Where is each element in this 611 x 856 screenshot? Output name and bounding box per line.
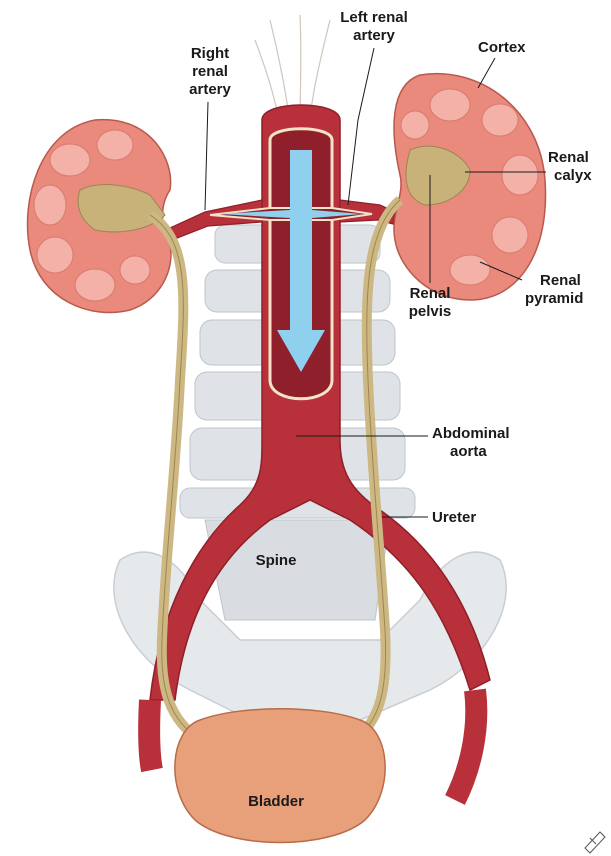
svg-text:Right: Right [191,45,229,62]
svg-text:renal: renal [192,63,228,80]
label-spine: Spine [256,552,297,569]
svg-text:Renal: Renal [540,272,581,289]
svg-text:Renal: Renal [548,149,589,166]
svg-text:pyramid: pyramid [525,290,583,307]
artist-mark-icon [585,832,605,853]
svg-text:Ureter: Ureter [432,509,476,526]
svg-text:Cortex: Cortex [478,39,526,56]
svg-text:Renal: Renal [410,285,451,302]
svg-text:artery: artery [353,27,395,44]
label-cortex: Cortex [478,39,526,88]
svg-text:aorta: aorta [450,443,487,460]
label-right-renal-artery: Right renal artery [189,45,231,210]
svg-text:artery: artery [189,81,231,98]
left-kidney [394,74,546,300]
bladder [175,709,385,843]
label-bladder: Bladder [248,793,304,810]
svg-text:Left renal: Left renal [340,9,408,26]
svg-text:Abdominal: Abdominal [432,425,510,442]
svg-text:pelvis: pelvis [409,303,452,320]
svg-text:calyx: calyx [554,167,592,184]
